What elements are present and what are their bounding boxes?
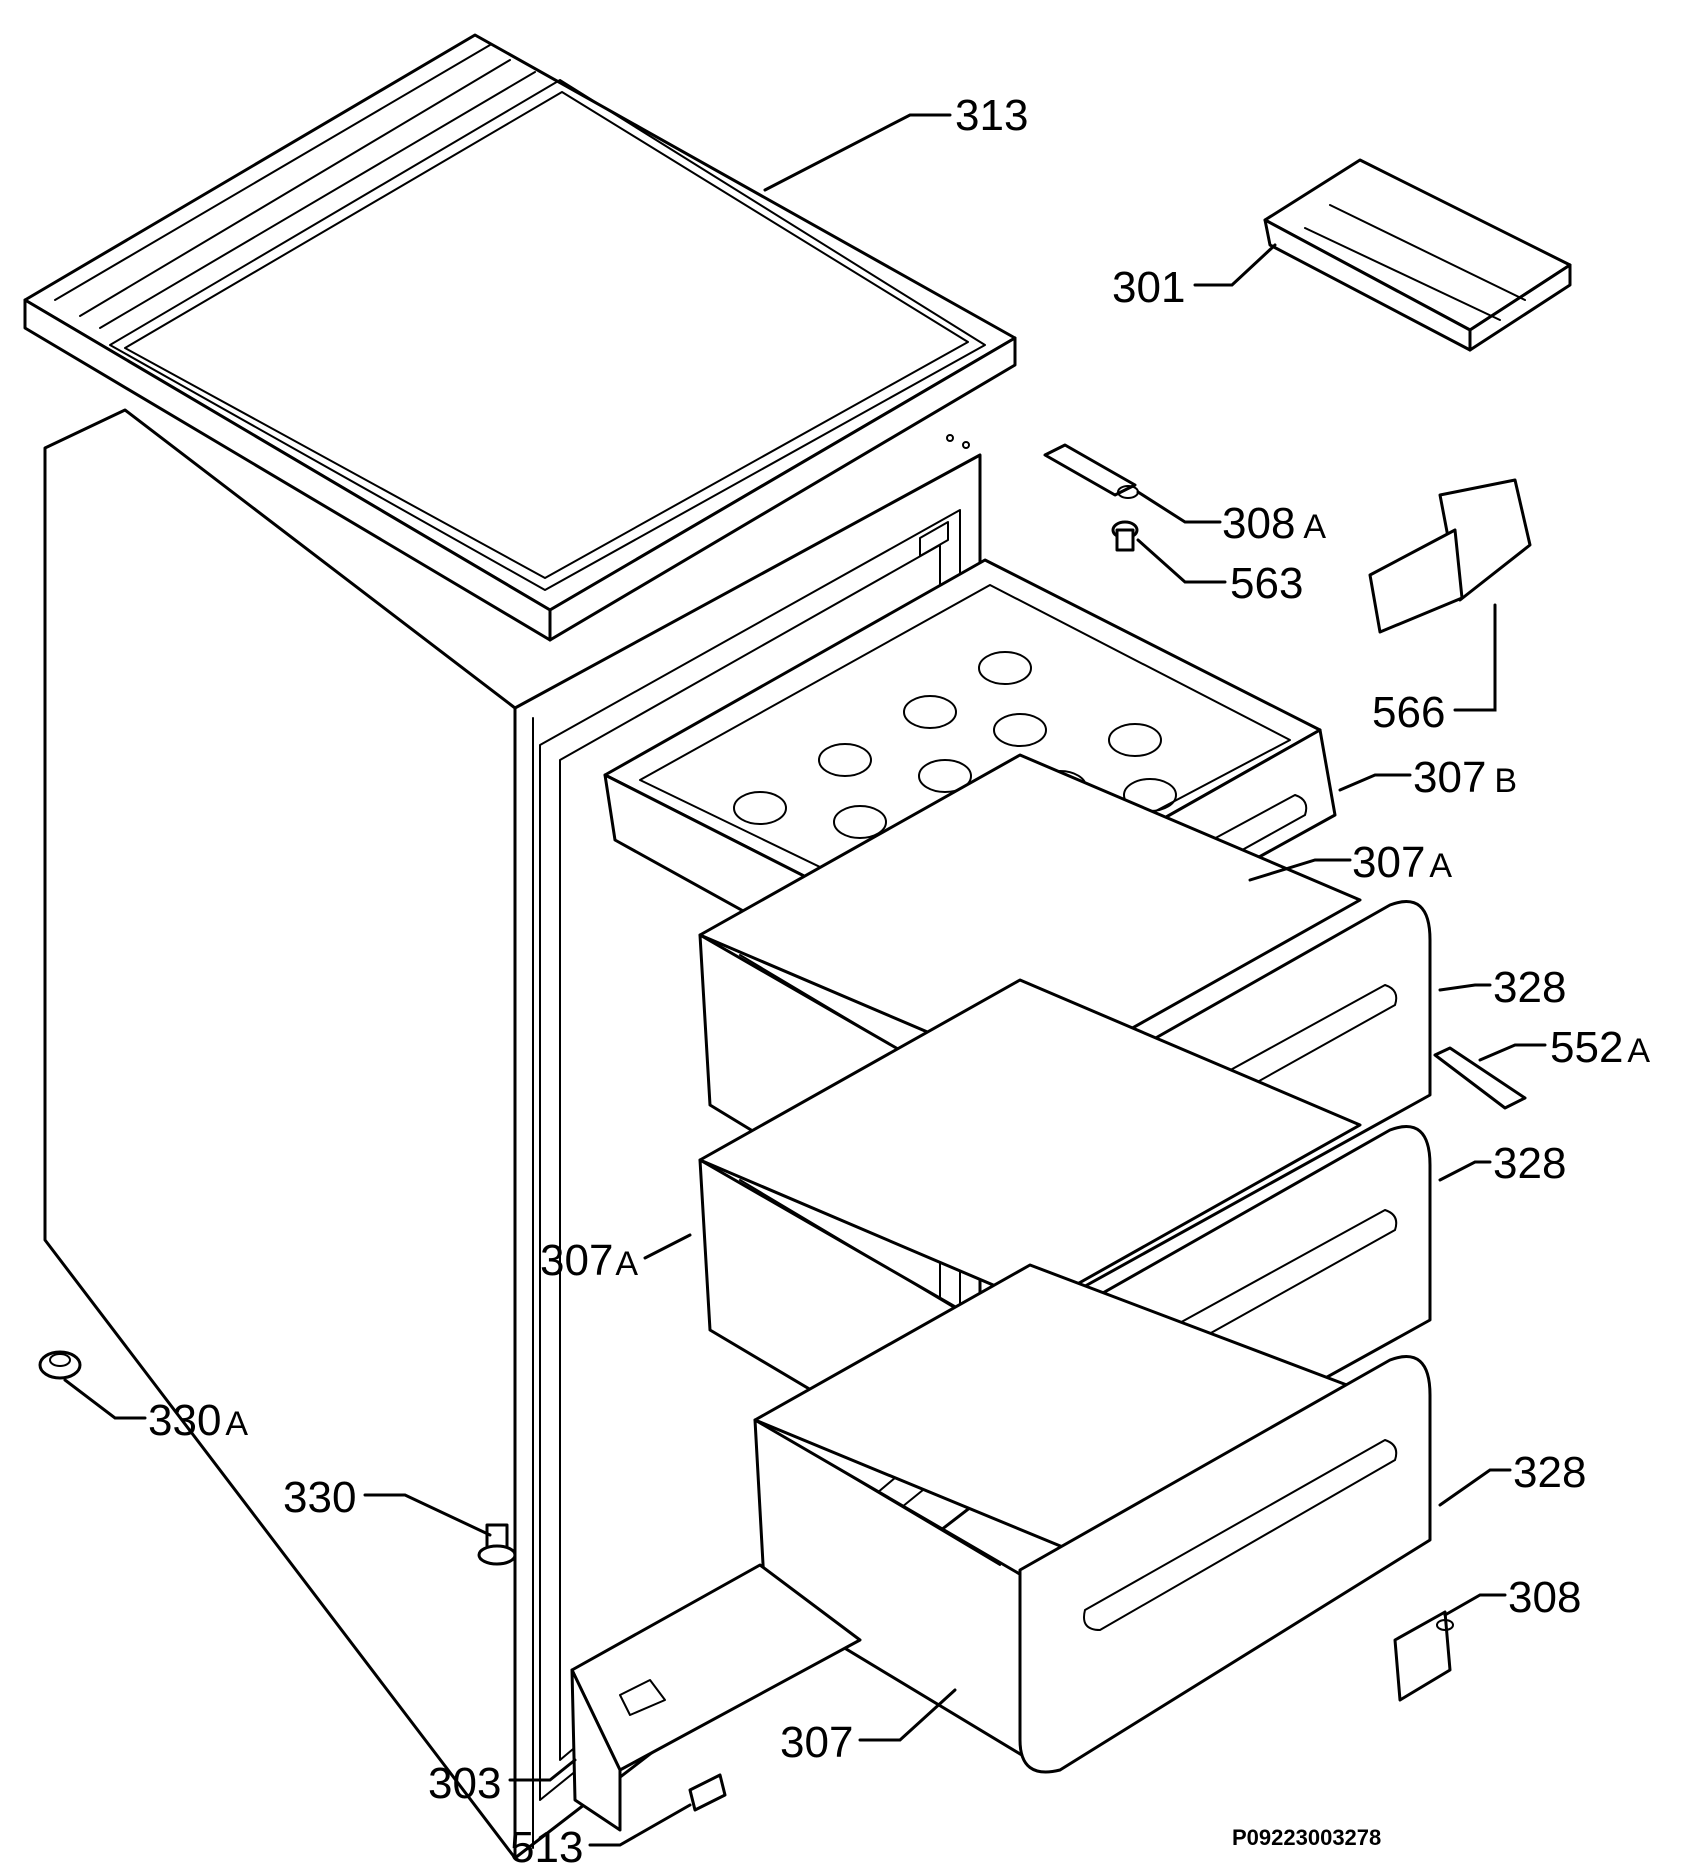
foot-330a bbox=[38, 1350, 82, 1380]
callout-328-bot: 328 bbox=[1513, 1448, 1586, 1497]
leader-330a bbox=[63, 1378, 147, 1420]
callout-307a-left: 307A bbox=[540, 1236, 638, 1285]
ice-cube-tray-301 bbox=[1263, 158, 1572, 352]
callout-307: 307 bbox=[780, 1718, 853, 1767]
leader-513 bbox=[588, 1803, 692, 1847]
worktop-lid bbox=[23, 33, 1017, 642]
strip-552a bbox=[1433, 1046, 1527, 1110]
hinge-bracket-308a bbox=[1043, 443, 1139, 499]
drawing-code: P09223003278 bbox=[1232, 1825, 1381, 1850]
callout-303: 303 bbox=[428, 1759, 501, 1808]
hinge-308 bbox=[1393, 1610, 1454, 1702]
drawer-307-bottom bbox=[753, 1263, 1432, 1774]
leader-328-mid bbox=[1438, 1160, 1492, 1182]
leader-lines bbox=[63, 113, 1547, 1847]
worktop-grille bbox=[54, 44, 536, 329]
foot-330 bbox=[477, 1523, 517, 1566]
callout-563: 563 bbox=[1230, 559, 1303, 608]
leader-308 bbox=[1443, 1593, 1507, 1617]
callout-301: 301 bbox=[1112, 263, 1185, 312]
leader-552a bbox=[1478, 1043, 1547, 1062]
leader-330 bbox=[363, 1493, 492, 1537]
leader-307a-top bbox=[1248, 858, 1352, 882]
pin-563 bbox=[1111, 520, 1139, 552]
leader-566 bbox=[1453, 603, 1497, 712]
leader-563 bbox=[1136, 538, 1227, 584]
leader-307b bbox=[1338, 773, 1412, 792]
leader-301 bbox=[1193, 243, 1277, 287]
leader-308a bbox=[1136, 490, 1222, 524]
callout-566: 566 bbox=[1372, 688, 1445, 737]
leader-303 bbox=[508, 1758, 577, 1782]
callout-328-mid: 328 bbox=[1493, 1139, 1566, 1188]
callout-308: 308 bbox=[1508, 1573, 1581, 1622]
callout-328-top: 328 bbox=[1493, 963, 1566, 1012]
leader-328-top bbox=[1438, 983, 1492, 992]
leader-313 bbox=[763, 113, 952, 192]
plinth-303 bbox=[570, 1563, 862, 1832]
callout-330: 330 bbox=[283, 1473, 356, 1522]
ice-scraper-566 bbox=[1368, 478, 1532, 634]
leader-307a-left bbox=[643, 1233, 692, 1260]
callout-513: 513 bbox=[510, 1823, 583, 1867]
leader-307 bbox=[858, 1688, 957, 1742]
clip-513 bbox=[688, 1773, 727, 1812]
leader-328-bot bbox=[1438, 1468, 1512, 1507]
callout-313: 313 bbox=[955, 91, 1028, 140]
